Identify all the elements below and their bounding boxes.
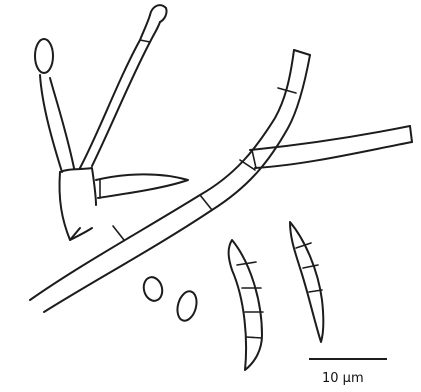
macroconidium-1 xyxy=(229,240,263,370)
scale-bar-label: 10 µm xyxy=(322,371,364,386)
macroconidium-2 xyxy=(290,222,323,342)
conidiophore-base xyxy=(59,168,96,240)
left-conidiophore xyxy=(35,39,74,172)
short-side-arm xyxy=(96,174,188,198)
main-hypha-septa xyxy=(113,88,296,240)
main-hypha xyxy=(30,50,310,312)
microconidium-2 xyxy=(174,289,199,323)
terminal-conidium-left xyxy=(35,39,53,73)
microconidium-1 xyxy=(141,275,165,303)
scale-bar: 10 µm xyxy=(310,359,386,386)
microconidia xyxy=(141,275,199,323)
right-lateral-branch xyxy=(250,126,412,168)
tall-conidiophore xyxy=(80,5,167,168)
